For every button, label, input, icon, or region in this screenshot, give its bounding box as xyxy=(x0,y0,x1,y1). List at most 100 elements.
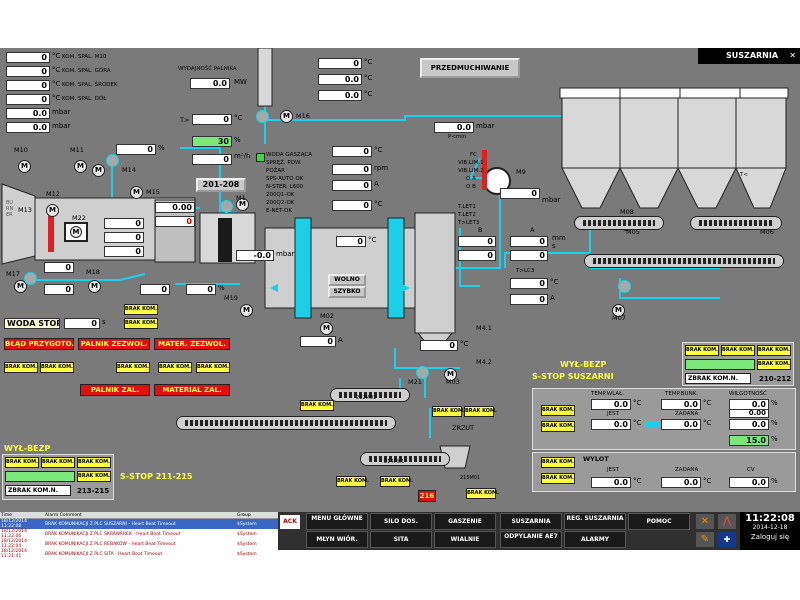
brak-kom-23[interactable]: BRAK KOM. xyxy=(541,421,575,432)
alarm-col-comment[interactable]: Alarm Comment xyxy=(44,512,236,519)
conveyor-m06[interactable] xyxy=(690,216,782,230)
brak-kom-20[interactable]: BRAK KOM. xyxy=(757,345,791,356)
brak-kom-1[interactable]: BRAK KOM. xyxy=(124,304,158,315)
alarm-row[interactable]: 18/12/2014 11:22:04 BRAK KOMUNIKACJI Z P… xyxy=(0,539,278,549)
nav-wialnie[interactable]: WIALNIE xyxy=(434,531,496,548)
motor-m18[interactable]: M xyxy=(88,280,101,293)
motor-m22[interactable]: M xyxy=(70,226,82,238)
brak-kom-5[interactable]: BRAK KOM. xyxy=(116,362,150,373)
mater-zezwol-button[interactable]: MATER. ZEZWOL. xyxy=(154,338,230,350)
wylot-jest-label: JEST xyxy=(607,467,619,473)
palnik-zezwol-button[interactable]: PALNIK ZEZWOL. xyxy=(78,338,150,350)
alarm-list[interactable]: Time Alarm Comment Group 18/12/2014 11:2… xyxy=(0,512,278,560)
conveyor-main[interactable] xyxy=(176,416,396,430)
motor-m16[interactable]: M xyxy=(280,110,293,123)
brak-kom-6[interactable]: BRAK KOM. xyxy=(158,362,192,373)
material-zal-button[interactable]: MATERIAL ZAL. xyxy=(154,384,230,396)
motor-m17[interactable]: M xyxy=(14,280,27,293)
motor-m11-label: M11 xyxy=(70,146,84,154)
nav-silo-dos[interactable]: SILO DOS. xyxy=(370,513,432,530)
motor-m12[interactable]: M xyxy=(46,204,59,217)
brak-kom-3[interactable]: BRAK KOM. xyxy=(4,362,38,373)
motor-m19[interactable]: M xyxy=(240,304,253,317)
hmi-canvas: PRZEDMUCHIWANIE WYDAJNOŚĆ PALNIKA 0.0 MW… xyxy=(0,48,800,512)
motor-m03[interactable]: M xyxy=(444,368,457,381)
wylot-zadana-value[interactable]: 0.0 xyxy=(661,477,701,488)
val-216: 216 xyxy=(418,490,436,502)
tools-icon[interactable]: ✕ xyxy=(696,514,714,529)
alarm-col-time[interactable]: Time xyxy=(0,512,44,519)
brak-kom-7[interactable]: BRAK KOM. xyxy=(196,362,230,373)
brak-kom-19[interactable]: BRAK KOM. xyxy=(721,345,755,356)
brak-kom-17[interactable]: BRAK KOM. xyxy=(77,471,111,482)
drum-wolno-button[interactable]: WOLNO xyxy=(328,274,366,286)
brak-kom-16[interactable]: BRAK KOM. xyxy=(77,457,111,468)
nav-mlyn-wior[interactable]: MŁYN WIÓR. xyxy=(306,531,368,548)
alarm-row[interactable]: 18/12/2014 11:22:06 BRAK KOMUNIKACJI Z P… xyxy=(0,529,278,539)
brak-kom-24[interactable]: BRAK KOM. xyxy=(541,457,575,468)
chart-icon[interactable]: ⋀ xyxy=(718,514,736,529)
palnik-zal-button[interactable]: PALNIK ZAL. xyxy=(80,384,150,396)
brak-kom-25[interactable]: BRAK KOM. xyxy=(541,473,575,484)
brak-kom-11[interactable]: BRAK KOM. xyxy=(336,476,369,487)
brak-kom-15[interactable]: BRAK KOM. xyxy=(41,457,75,468)
conveyor-212m01[interactable] xyxy=(330,388,410,402)
nav-alarmy[interactable]: ALARMY xyxy=(564,531,626,548)
alarm-col-group[interactable]: Group xyxy=(236,512,278,519)
brak-kom-9[interactable]: BRAK KOM. xyxy=(432,406,465,417)
motor-m07[interactable]: M xyxy=(612,304,625,317)
brak-kom-2[interactable]: BRAK KOM. xyxy=(124,318,158,329)
nav-sita[interactable]: SITA xyxy=(370,531,432,548)
brak-kom-22[interactable]: BRAK KOM. xyxy=(541,405,575,416)
status-nster: N-STER. L600 xyxy=(266,184,304,190)
motor-m15[interactable]: M xyxy=(130,186,143,199)
alarm-date: 18/12/2014 xyxy=(1,549,27,554)
burner-text: BURNER xyxy=(6,200,14,218)
nav-gaszenie[interactable]: GASZENIE xyxy=(434,513,496,530)
motor-m10[interactable]: M xyxy=(18,160,31,173)
m22-box: M xyxy=(64,222,88,242)
close-icon[interactable]: ✕ xyxy=(789,51,796,60)
motor-m1[interactable]: M xyxy=(236,198,249,211)
uk-flag-icon[interactable]: ✚ xyxy=(718,532,736,547)
nav-menu-glowne[interactable]: MENU GŁÓWNE xyxy=(306,513,368,530)
zadana-unit: °C xyxy=(703,419,712,427)
conveyor-214m01[interactable] xyxy=(360,452,450,466)
right-wyl-bezp-title: WYŁ-BEZP xyxy=(560,360,607,369)
brak-kom-12[interactable]: BRAK KOM. xyxy=(380,476,413,487)
brak-kom-4[interactable]: BRAK KOM. xyxy=(40,362,74,373)
brak-kom-13[interactable]: BRAK KOM. xyxy=(466,488,499,499)
temp-wl-label: TEMP.WLAŁ. xyxy=(591,391,625,397)
brak-kom-21[interactable]: BRAK KOM. xyxy=(757,359,791,370)
motor-m02[interactable]: M xyxy=(320,322,333,335)
blad-przygoto-button[interactable]: BŁĄD PRZYGOTO. xyxy=(4,338,75,350)
alarm-row[interactable]: 18/12/2014 11:21:41 BRAK KOMUNIKACJI Z P… xyxy=(0,549,278,559)
drum-szybko-button[interactable]: SZYBKO xyxy=(328,286,366,298)
filter-tlet1: T.LET1 xyxy=(458,204,476,210)
zadana-value[interactable]: 0.0 xyxy=(661,419,701,430)
nav-suszarnia[interactable]: SUSZARNIA xyxy=(500,513,562,530)
alarm-row[interactable]: 18/12/2014 11:22:08 BRAK KOMUNIKACJI Z P… xyxy=(0,518,278,529)
kom-m10-unit: °C xyxy=(52,52,61,60)
group-201-208-button[interactable]: 201-208 xyxy=(196,178,246,192)
nav-pomoc[interactable]: POMOC xyxy=(628,513,690,530)
brak-kom-8[interactable]: BRAK KOM. xyxy=(300,400,334,411)
nav-odpylanie[interactable]: ODPYLANIE AE7 xyxy=(500,531,562,548)
motor-m11[interactable]: M xyxy=(74,160,87,173)
outlet-value-1: 0 xyxy=(510,278,548,289)
ack-button[interactable]: ACK xyxy=(280,515,300,529)
nav-reg-suszarnia[interactable]: REG. SUSZARNIA xyxy=(564,513,626,530)
wylot-cv-value: 0.0 xyxy=(729,477,769,488)
brak-kom-18[interactable]: BRAK KOM. xyxy=(685,345,719,356)
motor-m14[interactable]: M xyxy=(92,164,105,177)
przedmuchiwanie-button[interactable]: PRZEDMUCHIWANIE xyxy=(420,58,520,78)
temp-wl-unit: °C xyxy=(633,399,642,407)
conveyor-m07[interactable] xyxy=(584,254,784,268)
brak-kom-14[interactable]: BRAK KOM. xyxy=(5,457,39,468)
status-temp-value: 0 xyxy=(332,146,372,157)
filter-tlet3: T>LET3 xyxy=(458,220,480,226)
wrench-icon[interactable]: ✎ xyxy=(696,532,714,547)
login-button[interactable]: Zaloguj się xyxy=(750,533,790,541)
brak-kom-10[interactable]: BRAK KOM. xyxy=(464,406,497,417)
conveyor-m05[interactable] xyxy=(574,216,664,230)
